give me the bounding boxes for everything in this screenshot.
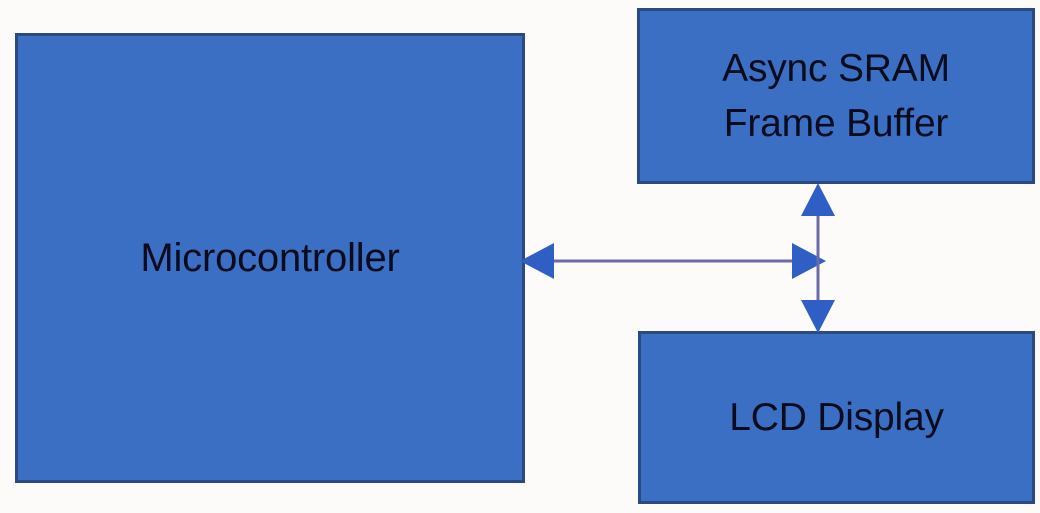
arrowhead-up-icon: [801, 183, 835, 216]
connector-mcu-to-bus-arrow: [520, 243, 826, 279]
block-async-sram-frame-buffer-label: Async SRAM Frame Buffer: [722, 46, 950, 145]
block-microcontroller[interactable]: Microcontroller: [15, 33, 525, 483]
connector-sram-to-lcd-arrow: [801, 183, 835, 333]
block-microcontroller-label: Microcontroller: [140, 235, 400, 280]
block-lcd-display[interactable]: LCD Display: [638, 331, 1035, 504]
arrowhead-left-icon: [520, 243, 554, 279]
block-lcd-display-label: LCD Display: [729, 395, 944, 439]
block-async-sram-frame-buffer[interactable]: Async SRAM Frame Buffer: [637, 8, 1035, 184]
arrowhead-down-icon: [801, 300, 835, 333]
arrowhead-right-icon: [792, 243, 826, 279]
